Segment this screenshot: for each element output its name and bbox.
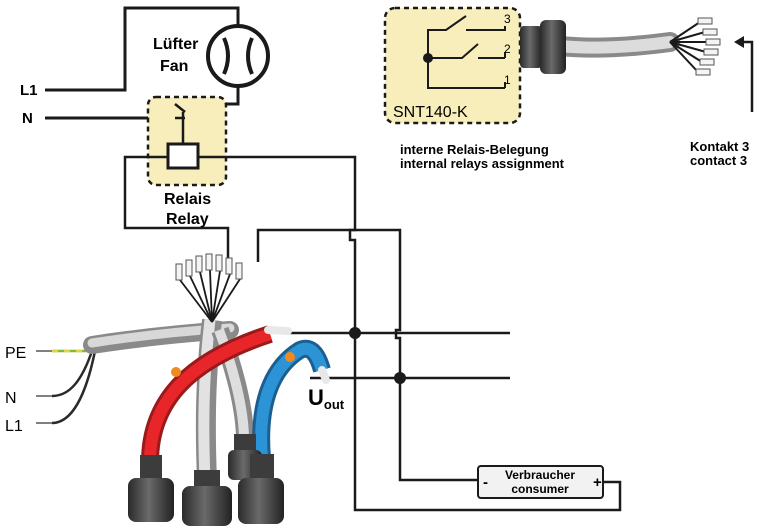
fan-symbol [206, 24, 270, 88]
relay-coil-wires [123, 155, 622, 512]
relay-label-de: Relais [164, 191, 211, 208]
relay-box [146, 95, 228, 187]
fan-label-de: Lüfter [153, 36, 198, 53]
n-label-bottom: N [5, 390, 17, 407]
contact-wire [256, 228, 478, 482]
consumer-minus: - [483, 474, 488, 491]
junction-upper [349, 327, 361, 339]
snt-pin-1: 1 [504, 73, 511, 87]
relay-assignment-de: interne Relais-Belegung [400, 142, 549, 157]
mains-wires-bottom [51, 349, 97, 425]
pe-label: PE [5, 345, 26, 362]
l1-wire-top [45, 6, 240, 92]
relay-label-en: Relay [166, 211, 209, 228]
snt-pin-2: 2 [504, 42, 511, 56]
snt-model-label: SNT140-K [393, 104, 468, 121]
n-label-top: N [22, 110, 33, 127]
fan-label-en: Fan [160, 58, 188, 75]
l1-label-top: L1 [20, 82, 38, 99]
consumer-label-en: consumer [511, 482, 569, 496]
wire-fan-ferrules [175, 253, 243, 323]
snt-cable [520, 17, 721, 76]
consumer-plus: + [593, 474, 602, 491]
consumer-label-de: Verbraucher [505, 468, 575, 482]
mains-ferrules [36, 350, 52, 424]
relay-assignment-en: internal relays assignment [400, 156, 565, 171]
contact-label-de: Kontakt 3 [690, 139, 749, 154]
cable-gland-left [128, 455, 174, 522]
uout-label: Uout [308, 385, 345, 412]
snt-box [383, 6, 522, 125]
cable-gland-middle [182, 470, 232, 526]
junction-lower [394, 372, 406, 384]
l1-label-bottom: L1 [5, 418, 23, 435]
snt-pin-3: 3 [504, 12, 511, 26]
consumer-box [477, 465, 604, 499]
cable-gland-right [238, 454, 284, 524]
contact-3-arrow [734, 36, 754, 112]
contact-label-en: contact 3 [690, 153, 747, 168]
bus-lines [256, 228, 510, 482]
